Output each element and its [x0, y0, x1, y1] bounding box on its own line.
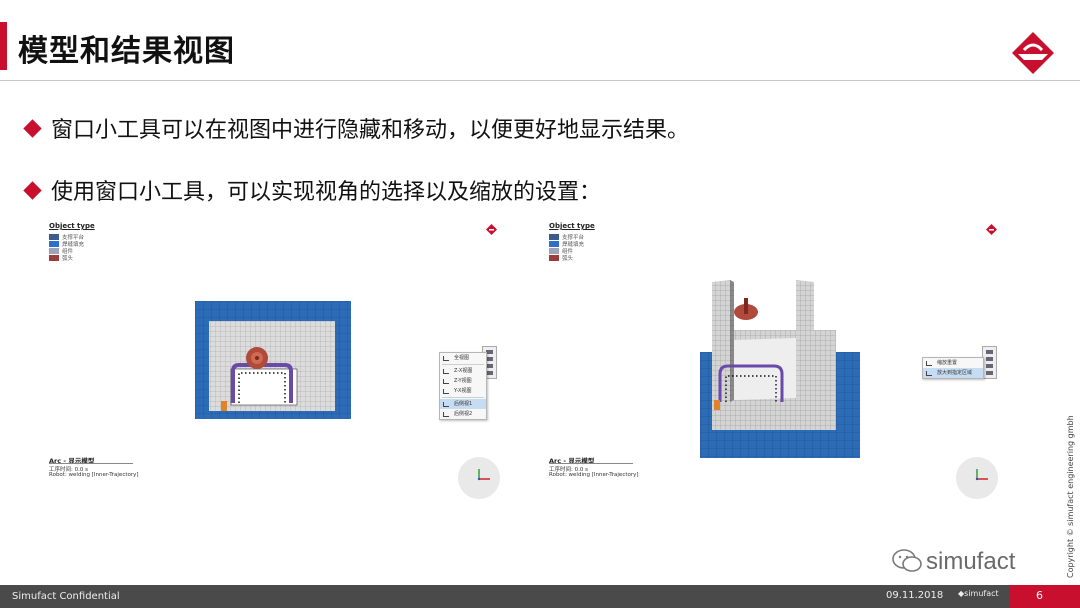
- bullet-text: 窗口小工具可以在视图中进行隐藏和移动，以便更好地显示结果。: [51, 118, 690, 143]
- legend-item: 焊缝填充: [49, 240, 84, 248]
- axis-icon: [443, 379, 449, 384]
- process-title: Arc - 显示模型: [549, 457, 595, 465]
- diamond-bullet-icon: [23, 181, 42, 200]
- legend-item: 支撑平台: [49, 233, 84, 241]
- menu-separator: [442, 364, 484, 365]
- robot-trajectory: Robot: welding [Inner-Trajectory]: [549, 472, 639, 478]
- view-icon: [443, 412, 449, 417]
- info-divider: [49, 463, 133, 464]
- legend-item: 弧头: [549, 254, 573, 262]
- footer-brand-icon: ◆: [958, 589, 965, 598]
- zoom-area-icon: [926, 371, 932, 376]
- zoom-reset-icon: [926, 361, 932, 366]
- zoom-menu[interactable]: 缩放重置 放大到指定区域: [922, 357, 984, 379]
- legend-item: 组件: [49, 247, 73, 255]
- process-title: Arc - 显示模型: [49, 457, 95, 465]
- header-divider: [0, 80, 1080, 81]
- axis-icon: [443, 389, 449, 394]
- viewport-panel-left[interactable]: Object type 支撑平台 焊缝填充 组件 弧头 全视图 Z-X视图 Z-…: [44, 214, 534, 509]
- menu-item-rear-view-1[interactable]: 后侧视1: [440, 399, 486, 409]
- axis-triad-icon[interactable]: [956, 457, 998, 499]
- legend-title: Object type: [49, 222, 95, 230]
- slide-header: 模型和结果视图: [0, 12, 1080, 74]
- bullet-item: 窗口小工具可以在视图中进行隐藏和移动，以便更好地显示结果。: [23, 112, 690, 144]
- process-time: 工序时间: 0.0 s: [549, 467, 588, 473]
- page-number-box: [1010, 585, 1080, 608]
- title-accent-bar: [0, 22, 7, 70]
- menu-item-rear-view-2[interactable]: 后侧视2: [440, 409, 486, 419]
- axis-triad-icon[interactable]: [458, 457, 500, 499]
- viewport-panel-right[interactable]: Object type 支撑平台 焊缝填充 组件 弧头: [544, 214, 1034, 509]
- legend-item: 弧头: [49, 254, 73, 262]
- menu-item-yx-view[interactable]: Y-X视图: [440, 386, 486, 396]
- page-number: 6: [1036, 589, 1043, 602]
- process-time: 工序时间: 0.0 s: [49, 467, 88, 473]
- view-icon: [443, 402, 449, 407]
- menu-item-zoom-reset[interactable]: 缩放重置: [923, 358, 983, 368]
- bullet-text: 使用窗口小工具，可以实现视角的选择以及缩放的设置：: [51, 180, 602, 205]
- window-widget-toolbar[interactable]: [982, 346, 997, 379]
- bullet-item: 使用窗口小工具，可以实现视角的选择以及缩放的设置：: [23, 174, 602, 206]
- footer-date: 09.11.2018: [886, 590, 944, 601]
- watermark: simufact: [892, 548, 1015, 578]
- diamond-bullet-icon: [23, 119, 42, 138]
- menu-separator: [442, 397, 484, 398]
- copyright-text: Copyright © simufact engineering gmbh: [1066, 415, 1075, 578]
- axis-icon: [443, 369, 449, 374]
- footer-brand: ◆simufact: [958, 589, 999, 598]
- slide-footer: Simufact Confidential 09.11.2018 ◆simufa…: [0, 585, 1080, 608]
- view-icon: [443, 356, 449, 361]
- menu-item-zy-view[interactable]: Z-Y视图: [440, 376, 486, 386]
- simufact-small-logo-icon: [486, 224, 497, 235]
- legend-item: 支撑平台: [549, 233, 584, 241]
- info-divider: [549, 463, 633, 464]
- wechat-icon: [892, 549, 922, 572]
- menu-item-full-view[interactable]: 全视图: [440, 353, 486, 363]
- view-selection-menu[interactable]: 全视图 Z-X视图 Z-Y视图 Y-X视图 后侧视1 后侧视2: [439, 352, 487, 420]
- legend-item: 组件: [549, 247, 573, 255]
- menu-item-zx-view[interactable]: Z-X视图: [440, 366, 486, 376]
- model-perspective-view[interactable]: [700, 280, 860, 458]
- simufact-logo-icon: [1012, 32, 1054, 74]
- menu-item-zoom-to-area[interactable]: 放大到指定区域: [923, 368, 983, 378]
- simufact-small-logo-icon: [986, 224, 997, 235]
- robot-trajectory: Robot: welding [Inner-Trajectory]: [49, 472, 139, 478]
- slide-title: 模型和结果视图: [18, 34, 235, 69]
- model-top-view[interactable]: [195, 301, 351, 419]
- legend-item: 焊缝填充: [549, 240, 584, 248]
- watermark-text: simufact: [926, 548, 1016, 575]
- legend-title: Object type: [549, 222, 595, 230]
- confidential-label: Simufact Confidential: [12, 591, 120, 602]
